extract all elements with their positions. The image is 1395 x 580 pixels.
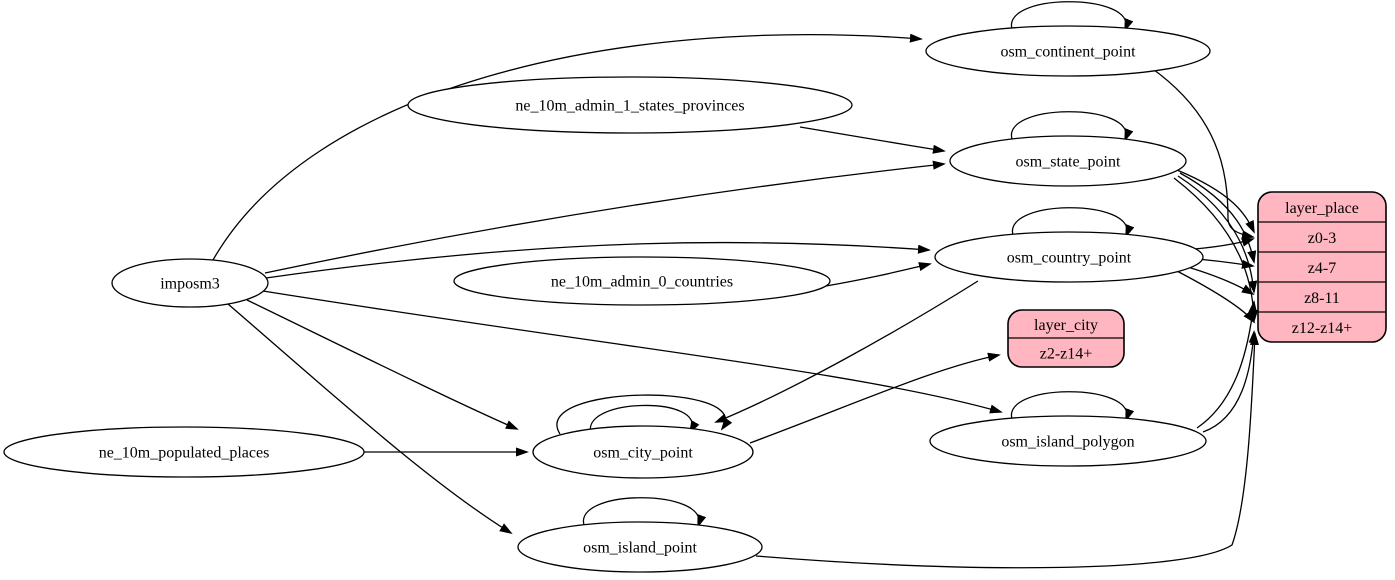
- table-node-osm_island_polygon: osm_island_polygon: [929, 415, 1207, 467]
- self-loop-osm_island_point: [582, 497, 707, 529]
- self-loop-osm_continent_point: [1010, 1, 1134, 33]
- layer-title-layer_city: layer_city: [1034, 317, 1098, 334]
- table-ellipse-osm_city_point: [532, 425, 754, 479]
- edge-imposm3-to-osm_country_point: [265, 241, 931, 279]
- layer-box-layer_place: [1257, 191, 1387, 343]
- table-label-ne_10m_populated_places: ne_10m_populated_places: [99, 445, 270, 462]
- self-loop-osm_city_point: [589, 404, 700, 437]
- layer-row-layer_city-z2-z14+: z2-z14+: [1040, 346, 1093, 363]
- table-ellipse-imposm3: [111, 258, 269, 308]
- table-label-osm_city_point: osm_city_point: [593, 445, 693, 462]
- edge-ne_10m_admin_1_states_provinces-to-osm_state_point: [799, 126, 946, 154]
- edge-osm_state_point-to-layer_place-z4-7: [1179, 172, 1257, 264]
- edge-osm_state_point-to-layer_place-z8-11: [1177, 175, 1258, 294]
- self-loop-osm_city_point: [556, 394, 733, 435]
- edge-osm_country_point-to-layer_place-z12-z14+: [1174, 269, 1256, 324]
- table-ellipse-osm_island_point: [517, 521, 763, 573]
- layer-row-layer_place-z4-7: z4-7: [1308, 260, 1336, 277]
- edge-osm_continent_point-to-layer_place-z0-3: [1149, 66, 1255, 240]
- self-loop-osm_state_point: [1010, 111, 1134, 143]
- edge-imposm3-to-osm_island_polygon: [262, 290, 1003, 414]
- table-label-osm_island_point: osm_island_point: [583, 540, 697, 557]
- edge-osm_country_point-to-layer_place-z8-11: [1180, 264, 1255, 295]
- edge-imposm3-to-osm_continent_point: [212, 33, 923, 261]
- edge-imposm3-to-osm_state_point: [264, 160, 946, 274]
- table-ellipse-ne_10m_populated_places: [3, 426, 365, 478]
- table-label-ne_10m_admin_1_states_provinces: ne_10m_admin_1_states_provinces: [515, 98, 744, 115]
- self-loop-osm_country_point: [1011, 207, 1135, 239]
- table-node-ne_10m_admin_0_countries: ne_10m_admin_0_countries: [453, 256, 831, 306]
- table-node-osm_state_point: osm_state_point: [949, 135, 1187, 187]
- layer-node-layer_city: layer_city z2-z14+: [1007, 309, 1125, 368]
- edge-osm_island_polygon-to-layer_place-z8-11: [1196, 300, 1258, 429]
- table-label-osm_continent_point: osm_continent_point: [1000, 44, 1136, 61]
- table-node-osm_continent_point: osm_continent_point: [925, 25, 1211, 77]
- edge-osm_country_point-to-osm_city_point: [714, 280, 979, 423]
- table-node-ne_10m_populated_places: ne_10m_populated_places: [3, 426, 365, 478]
- edge-osm_island_point-to-layer_place-z12-z14+: [755, 332, 1260, 569]
- table-node-osm_island_point: osm_island_point: [517, 521, 763, 573]
- table-ellipse-osm_state_point: [949, 135, 1187, 187]
- layer-title-layer_place: layer_place: [1285, 200, 1359, 217]
- layer-row-layer_place-z8-11: z8-11: [1304, 290, 1340, 307]
- table-label-osm_island_polygon: osm_island_polygon: [1001, 434, 1134, 451]
- edge-ne_10m_admin_0_countries-to-osm_country_point: [825, 262, 932, 287]
- table-ellipse-osm_continent_point: [925, 25, 1211, 77]
- edge-imposm3-to-osm_island_point: [227, 303, 513, 535]
- layer-node-layer_place: layer_place z0-3 z4-7 z8-11 z12-z14+: [1257, 191, 1387, 343]
- table-node-osm_country_point: osm_country_point: [934, 231, 1204, 283]
- table-ellipse-ne_10m_admin_0_countries: [453, 256, 831, 306]
- layer-row-layer_place-z0-3: z0-3: [1308, 230, 1336, 247]
- nodes-group: imposm3 ne_10m_admin_1_states_provincesne…: [3, 25, 1387, 573]
- edge-imposm3-to-osm_city_point: [246, 299, 519, 430]
- self-loop-osm_island_polygon: [1010, 391, 1135, 423]
- table-ellipse-osm_country_point: [934, 231, 1204, 283]
- edges-group: [212, 1, 1260, 569]
- table-ellipse-osm_island_polygon: [929, 415, 1207, 467]
- table-node-ne_10m_admin_1_states_provinces: ne_10m_admin_1_states_provinces: [407, 76, 853, 134]
- edge-osm_state_point-to-layer_place-z0-3: [1176, 169, 1255, 234]
- layer-row-layer_place-z12-z14+: z12-z14+: [1292, 320, 1353, 337]
- table-ellipse-ne_10m_admin_1_states_provinces: [407, 76, 853, 134]
- table-node-imposm3: imposm3: [111, 258, 269, 308]
- table-label-osm_country_point: osm_country_point: [1007, 250, 1132, 267]
- edge-osm_city_point-to-layer_city-z2-z14+: [749, 352, 1001, 444]
- table-label-osm_state_point: osm_state_point: [1016, 154, 1121, 171]
- table-label-ne_10m_admin_0_countries: ne_10m_admin_0_countries: [551, 274, 733, 291]
- table-label-imposm3: imposm3: [160, 276, 220, 293]
- table-node-osm_city_point: osm_city_point: [532, 425, 754, 479]
